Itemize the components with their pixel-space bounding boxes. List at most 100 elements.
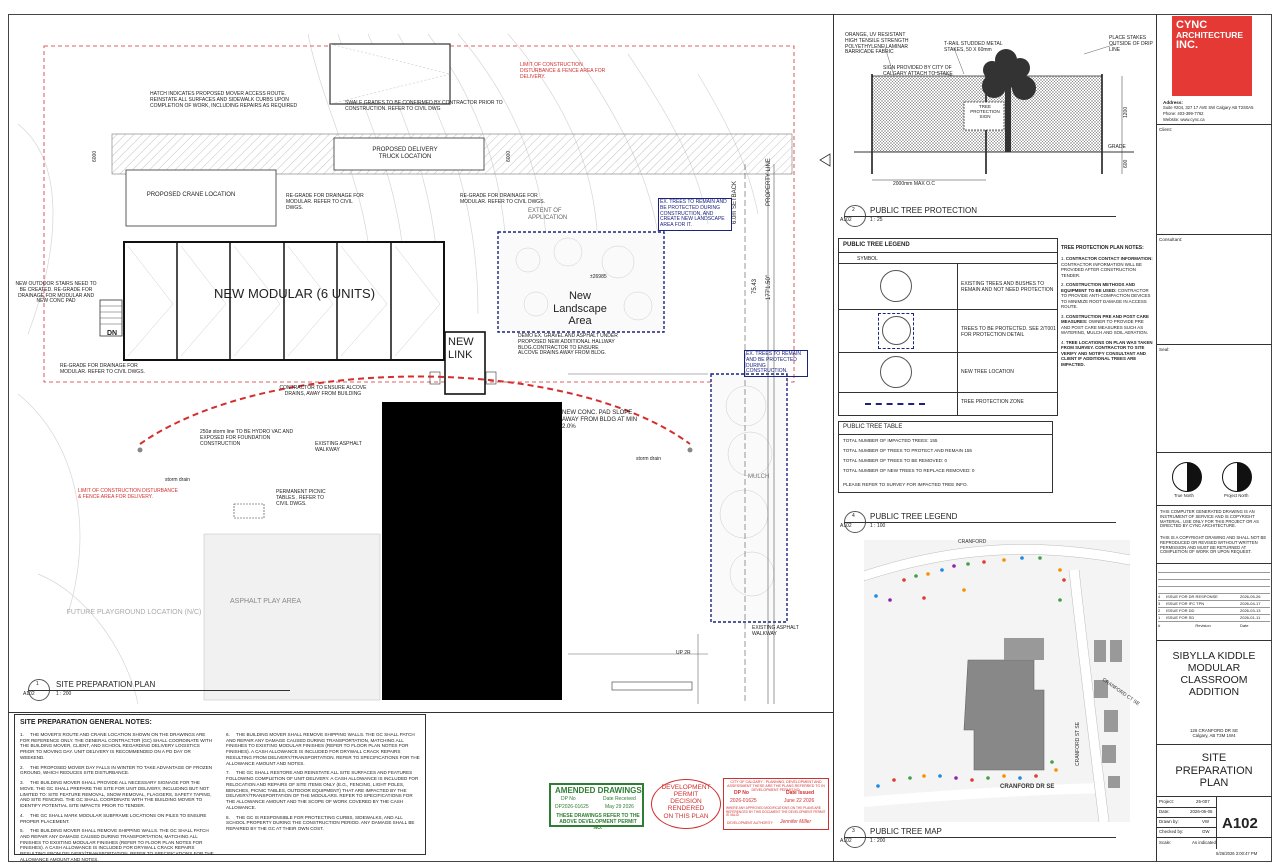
legend-rule-1 <box>838 252 1058 253</box>
protection-zone-symbol <box>865 403 925 405</box>
tb-rule-3 <box>1156 344 1272 345</box>
limit-note-top: LIMIT OF CONSTRUCTION DISTURBANCE & FENC… <box>520 62 606 80</box>
legend-row-3: NEW TREE LOCATION <box>961 369 1014 375</box>
general-note: 6.THE BUILDING MOVER SHALL REMOVE SHIPPI… <box>226 732 421 766</box>
revision-text: ISSUE FOR DR RESPONSE <box>1166 594 1218 599</box>
regrade-note-2: RE-GRADE FOR DRAINAGE FOR MODULAR. REFER… <box>460 193 545 205</box>
tp-sheet: A102 <box>840 217 852 223</box>
stakes-note: PLACE STAKES OUTSIDE OF DRIP LINE <box>1109 35 1153 53</box>
revision-number: 2 <box>1158 608 1161 613</box>
revision-date: 2026-05-26 <box>1240 594 1261 599</box>
sign-note: SIGN PROVIDED BY CITY OF CALGARY ATTACH … <box>883 65 953 77</box>
revision-header-text: Revision <box>1195 623 1211 628</box>
tree-table-row: TOTAL NUMBER OF IMPACTED TREES: 155 <box>843 438 938 443</box>
truck-label: PROPOSED DELIVERY TRUCK LOCATION <box>372 147 438 160</box>
amended-foot: THESE DRAWINGS REFER TO THE ABOVE DEVELO… <box>556 813 640 831</box>
project-name-1: SIBYLLA KIDDLE <box>1172 650 1256 662</box>
general-note: 4.THE GC SHALL MARK MODULAR SUBFRAME LOC… <box>20 813 215 824</box>
legend-view-title: PUBLIC TREE LEGEND <box>870 512 958 521</box>
tpp-note-number: 4. <box>1061 339 1066 345</box>
legend-row-2: TREES TO BE PROTECTED. SEE 2/T001 FOR PR… <box>961 326 1056 338</box>
legend-rule-5 <box>838 392 1058 393</box>
alcove-note: CONTRACTOR TO ENSURE ALCOVE DRAINS, AWAY… <box>279 385 367 397</box>
stairs-dn: DN <box>107 330 118 337</box>
scale-value: As indicated <box>1192 840 1216 845</box>
demo-note: DEMO EX. GRAVEL AND ASPHALT UNDER PROPOS… <box>518 333 618 357</box>
revision-header-date: Date <box>1240 623 1249 628</box>
tp-scale: 1 : 25 <box>870 217 883 223</box>
map-number: 3 <box>852 828 855 834</box>
dim-6000-a: 6000 <box>92 150 98 162</box>
general-note-number: 4. <box>20 812 24 818</box>
notes-heading: SITE PREPARATION GENERAL NOTES: <box>20 719 152 726</box>
amended-date-value: May 29 2026 <box>605 804 634 810</box>
regrade-note-3: RE-GRADE FOR DRAINAGE FOR MODULAR. REFER… <box>60 363 145 375</box>
project-name-3: CLASSROOM <box>1180 674 1248 687</box>
tb-rule-1 <box>1156 124 1272 125</box>
trail-note: T-RAIL STUDDED METAL STAKES, 50 X 60mm <box>944 41 1003 53</box>
tp-bubble-split <box>844 216 866 217</box>
tpp-note: 1. CONTRACTOR CONTACT INFORMATION: CONTR… <box>1061 256 1153 278</box>
tpp-notes: 1. CONTRACTOR CONTACT INFORMATION: CONTR… <box>1061 256 1153 371</box>
dim-1771: 177'1.50" <box>766 275 772 300</box>
new-link-line-2: LINK <box>448 348 473 361</box>
tb-rule-2 <box>1156 234 1272 235</box>
up-2r-label: UP 2R <box>676 650 691 656</box>
general-note-text: THE MOVER'S ROUTE AND CRANE LOCATION SHO… <box>20 732 212 760</box>
street-cranford-top: CRANFORD <box>958 539 987 545</box>
dim-1200: 1200 <box>1123 106 1129 118</box>
stairs-note: NEW OUTDOOR STAIRS NEED TO BE CREATED. R… <box>15 281 97 305</box>
project-value: 25-007 <box>1196 799 1210 804</box>
revision-text: ISSUE FOR IFC TPN <box>1166 601 1205 606</box>
project-label: Project: <box>1159 799 1174 804</box>
date-label: Date: <box>1159 809 1170 814</box>
drawn-label: Drawn by: <box>1159 819 1179 824</box>
firm-line-2: ARCHITECTURE <box>1176 30 1244 40</box>
consultant-label: Consultant: <box>1159 237 1183 242</box>
true-north-icon <box>1172 462 1202 492</box>
conc-pad-note: NEW CONC. PAD SLOPE AWAY FROM BLDG AT MI… <box>562 410 638 430</box>
info-col-divider <box>1216 797 1217 849</box>
firm-line-1: CYNC <box>1176 19 1208 31</box>
revision-row-empty <box>1158 573 1270 580</box>
setback-label: 6.0m SETBACK <box>732 180 738 224</box>
legend-row-4: TREE PROTECTION ZONE <box>961 399 1024 405</box>
map-title-underline <box>866 837 1116 838</box>
tree-table-row: TOTAL NUMBER OF NEW TREES TO REPLACE REM… <box>843 468 975 473</box>
sign-line-3: SIGN <box>979 114 991 120</box>
map-scale: 1 : 200 <box>870 838 886 844</box>
tp-title: PUBLIC TREE PROTECTION <box>870 206 977 215</box>
dim-600: 600 <box>1123 159 1129 168</box>
tp-number: 2 <box>852 207 855 213</box>
info-rule-2 <box>1156 817 1216 818</box>
landscape-line-3: Area <box>568 315 592 328</box>
sheet-title-1: SITE <box>1201 752 1227 764</box>
date-value: 2026-06-05 <box>1190 809 1213 814</box>
tb-rule-6 <box>1156 563 1272 564</box>
general-note: 5.THE BUILDING MOVER SHALL REMOVE SHIPPI… <box>20 828 215 862</box>
trees-note-1: EX. TREES TO REMAIN AND BE PROTECTED DUR… <box>658 198 732 231</box>
tree-protection-title: 2 A102 PUBLIC TREE PROTECTION 1 : 25 <box>840 205 1140 227</box>
existing-tree-symbol <box>880 270 912 302</box>
city-dp-value: 2026-01625 <box>730 798 757 804</box>
tree-table-heading: PUBLIC TREE TABLE <box>843 424 903 430</box>
general-note-text: THE GC SHALL RESTORE AND REINSTATE ALL S… <box>226 770 419 810</box>
limit-note-bottom: LIMIT OF CONSTRUCTION DISTURBANCE & FENC… <box>78 488 178 500</box>
tree-table-rule <box>838 434 1053 435</box>
legend-symbol-header: SYMBOL <box>857 256 878 262</box>
storm-line-note: 250ø storm line TO BE HYDRO VAC AND EXPO… <box>200 429 294 447</box>
sign-line-1: TREE <box>978 104 991 109</box>
notes-column-1: 1.THE MOVER'S ROUTE AND CRANE LOCATION S… <box>20 732 215 867</box>
notes-column-2: 6.THE BUILDING MOVER SHALL REMOVE SHIPPI… <box>226 732 421 836</box>
revision-row-empty <box>1158 566 1270 573</box>
general-note-number: 8. <box>226 814 230 820</box>
elevation-label: ±26985 <box>590 274 607 280</box>
picnic-note: PERMANENT PICNIC TABLES . REFER TO CIVIL… <box>276 489 326 507</box>
general-note: 1.THE MOVER'S ROUTE AND CRANE LOCATION S… <box>20 732 215 761</box>
landscape-label: New Landscape Area <box>540 290 620 328</box>
decision-line-4: RENDERED <box>667 805 705 813</box>
general-note: 7.THE GC SHALL RESTORE AND REINSTATE ALL… <box>226 770 421 810</box>
firm-logo: CYNC ARCHITECTURE INC. <box>1172 16 1252 96</box>
extent-label: EXTENT OF APPLICATION <box>528 208 568 221</box>
modular-label: NEW MODULAR (6 UNITS) <box>214 286 376 301</box>
